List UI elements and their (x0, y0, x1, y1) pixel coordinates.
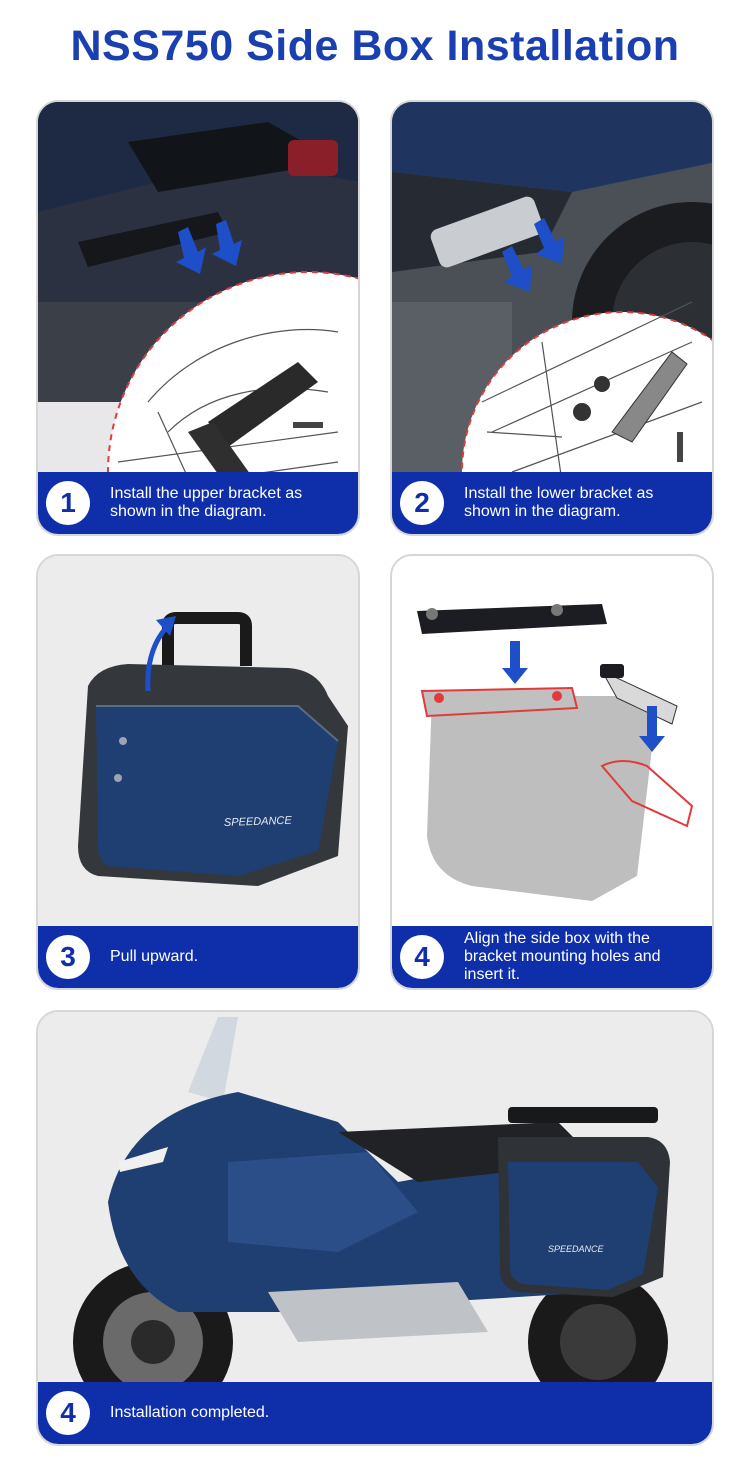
step-number-complete: 4 (46, 1391, 90, 1435)
step-text-complete: Installation completed. (110, 1404, 270, 1421)
step-number-4: 4 (400, 935, 444, 979)
step-card-2: 2 Install the lower bracket as shown in … (390, 100, 714, 536)
arrow-down-icon (502, 641, 665, 752)
arrow-down-icon (502, 218, 564, 292)
step-banner-2: 2 Install the lower bracket as shown in … (392, 472, 712, 534)
step-banner-4: 4 Align the side box with the bracket mo… (392, 926, 712, 988)
step-banner-complete: 4 Installation completed. (38, 1382, 712, 1444)
page-title: NSS750 Side Box Installation (70, 22, 680, 70)
step-4-image (392, 556, 712, 988)
step-number-2: 2 (400, 481, 444, 525)
step-1-image (38, 102, 358, 534)
step-banner-1: 1 Install the upper bracket as shown in … (38, 472, 358, 534)
arrow-down-icon (176, 220, 242, 274)
step-text-1: Install the upper bracket as shown in th… (110, 485, 303, 520)
step-card-4: 4 Align the side box with the bracket mo… (390, 554, 714, 990)
step-number-3: 3 (46, 935, 90, 979)
step-banner-3: 3 Pull upward. (38, 926, 358, 988)
step-card-3: SPEEDANCE 3 Pull upward. (36, 554, 360, 990)
step-2-image (392, 102, 712, 534)
step-text-4: Align the side box with the bracket moun… (464, 930, 661, 983)
step-card-complete: SPEEDANCE 4 Installation completed. (36, 1010, 714, 1446)
speedance-logo: SPEEDANCE (224, 815, 293, 829)
step-number-1: 1 (46, 481, 90, 525)
completed-scooter-image: SPEEDANCE (38, 1012, 712, 1444)
step-3-image: SPEEDANCE (38, 556, 358, 988)
arrow-up-curved-icon (145, 616, 176, 692)
step-text-2: Install the lower bracket as shown in th… (464, 485, 654, 520)
step-text-3: Pull upward. (110, 948, 199, 965)
speedance-logo-small: SPEEDANCE (548, 1244, 605, 1254)
step-card-1: 1 Install the upper bracket as shown in … (36, 100, 360, 536)
